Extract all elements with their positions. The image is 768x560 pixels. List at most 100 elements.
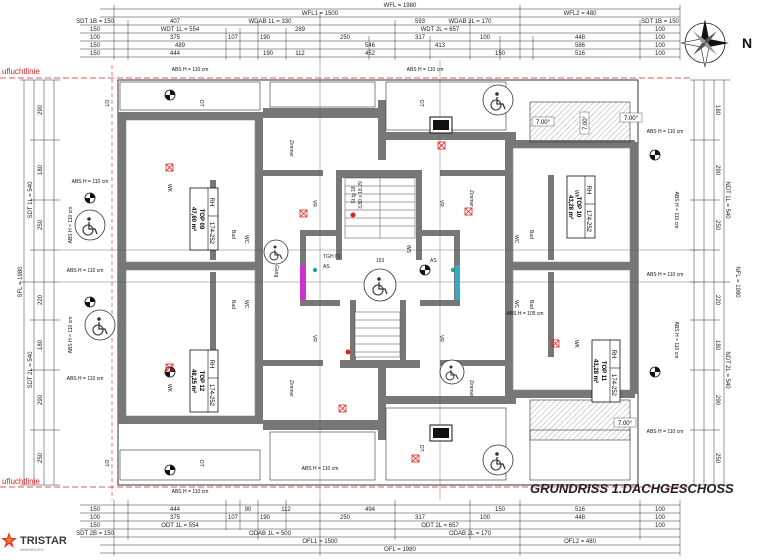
bot-r1-4: 494 <box>365 507 376 513</box>
left-v3: 220 <box>38 294 44 305</box>
unit-num: 174-252 <box>208 222 214 245</box>
ofl2-label: OFL2 = 480 <box>564 539 597 545</box>
top-r3-1: 375 <box>170 35 181 41</box>
left-v0: 290 <box>38 104 44 115</box>
right-v5: 290 <box>714 395 720 406</box>
abs-label: ABS H = 110 cm <box>673 322 679 359</box>
room-bad: Bad <box>528 300 534 309</box>
room-vr: VR <box>311 200 317 207</box>
bot-r3-0: 150 <box>90 523 101 529</box>
room-ghp: Gang <box>273 265 279 277</box>
top-r4-5: 100 <box>655 43 666 49</box>
top-r3-2: 107 <box>228 35 239 41</box>
unit-label-top11: RH 174-252 TOP 11 43,28 m² <box>591 339 621 403</box>
side-dimension-labels: SFL = 1980 SDT 1L = 540 SDT 2L = 540 290… <box>18 104 740 463</box>
top-r2-2: 289 <box>295 27 306 33</box>
room-dt: DT <box>198 460 204 467</box>
top-r5-6: 516 <box>575 51 586 57</box>
top-r4-4: 586 <box>575 43 586 49</box>
bot-r2-0: 100 <box>90 515 101 521</box>
unit-area: 48,25 m² <box>190 369 197 393</box>
bot-r2-6: 100 <box>480 515 491 521</box>
unit-rh: RH <box>610 350 616 359</box>
room-wk: WK <box>573 340 579 349</box>
room-ws: WS <box>405 245 411 254</box>
unit-num: 174-252 <box>585 210 591 233</box>
room-dt: DT <box>103 100 109 107</box>
ceiling-light-icon <box>84 296 96 308</box>
top-r3-0: 100 <box>90 35 101 41</box>
wdab2-label: WDAB 2L = 170 <box>449 19 493 25</box>
room-vr: VR <box>438 335 444 342</box>
terrace-slope-2: 7.00° <box>624 116 639 122</box>
left-v1: 180 <box>38 164 44 175</box>
sdt1l-label: SDT 1L = 540 <box>28 181 34 219</box>
unit-id: TOP 12 <box>198 371 204 392</box>
sdt2b-label: SDT 2B = 150 <box>76 531 114 537</box>
room-vr: VR <box>438 200 444 207</box>
room-zimmer: Zimmer <box>288 140 294 157</box>
sfl-label: SFL = 1980 <box>18 266 24 298</box>
wheelchair-icon <box>74 209 106 241</box>
odt2-label: ODT 2L = 657 <box>421 523 459 529</box>
room-wc: WC <box>513 235 519 244</box>
bot-r2-2: 107 <box>228 515 239 521</box>
room-vr: VR <box>311 335 317 342</box>
unit-area: 43,28 m² <box>567 195 574 219</box>
room-zimmer: Zimmer <box>468 380 474 397</box>
unit-id: TOP 10 <box>575 197 581 218</box>
ndt2l-label: NDT 2L = 540 <box>724 351 730 389</box>
bot-r1-0: 150 <box>90 507 101 513</box>
left-v2: 250 <box>38 219 44 230</box>
bot-r1-6: 516 <box>575 507 586 513</box>
logo-text: TRISTAR <box>20 535 67 547</box>
right-v0: 180 <box>714 105 720 116</box>
bot-r2-1: 375 <box>170 515 181 521</box>
bottom-dimension-labels: 150 444 90 112 494 150 516 100 100 375 1… <box>76 507 666 553</box>
bot-r1-5: 150 <box>495 507 506 513</box>
top-r2-0: 150 <box>90 27 101 33</box>
odt1-label: ODT 1L = 554 <box>161 523 199 529</box>
unit-rh: RH <box>208 198 214 207</box>
side-dimension-chains <box>20 79 730 486</box>
green-dot-markers <box>312 267 456 273</box>
baufluchtlinie-label-top: ufluchtlinie <box>2 67 40 76</box>
bot-r2-7: 448 <box>575 515 586 521</box>
bot-r1-3: 112 <box>281 507 291 513</box>
right-v1: 290 <box>714 165 720 176</box>
abs-label: ABS H = 110 cm <box>302 466 339 472</box>
room-wc: WC <box>243 300 249 309</box>
left-v4: 180 <box>38 339 44 350</box>
wheelchair-icon <box>263 239 289 265</box>
bot-r3-5: 100 <box>655 523 666 529</box>
abs-label: ABS H = 110 cm <box>172 489 209 495</box>
top-r4-2: 546 <box>365 43 376 49</box>
top-r5-4: 452 <box>365 51 376 57</box>
room-zimmer: Zimmer <box>288 380 294 397</box>
building-walls <box>117 79 639 486</box>
right-v6: 250 <box>714 453 720 464</box>
wdt1-label: WDT 1L = 554 <box>161 27 200 33</box>
room-wk: WK <box>573 190 579 199</box>
abs-labels: ABS H = 110 cm ABS H = 110 cm ABS H = 11… <box>67 67 684 495</box>
unit-area: 47,60 m² <box>190 207 197 231</box>
top-r3-5: 317 <box>415 35 426 41</box>
unit-id: TOP 09 <box>198 209 204 230</box>
nfl-label: NFL = 1980 <box>734 266 740 298</box>
room-dt: DT <box>198 100 204 107</box>
wheelchair-icon <box>84 309 116 341</box>
ceiling-light-icon <box>84 192 96 204</box>
room-labels: WK WK WK WK DT DT DT DT Zimmer Zimmer Zi… <box>103 100 579 467</box>
right-v2: 250 <box>714 220 720 231</box>
room-dt: DT <box>103 460 109 467</box>
unit-id: TOP 11 <box>600 361 606 382</box>
left-v6: 250 <box>38 452 44 463</box>
abs-label: ABS H = 110 cm <box>67 268 104 274</box>
bot-r1-7: 100 <box>655 507 666 513</box>
north-compass-icon <box>680 19 729 68</box>
unit-rh: RH <box>208 360 214 369</box>
abs-label: ABS H = 110 cm <box>647 429 684 435</box>
sdt1-label: SDT 1B = 150 <box>76 19 114 25</box>
bot-r2-4: 250 <box>340 515 351 521</box>
left-v5: 290 <box>38 394 44 405</box>
